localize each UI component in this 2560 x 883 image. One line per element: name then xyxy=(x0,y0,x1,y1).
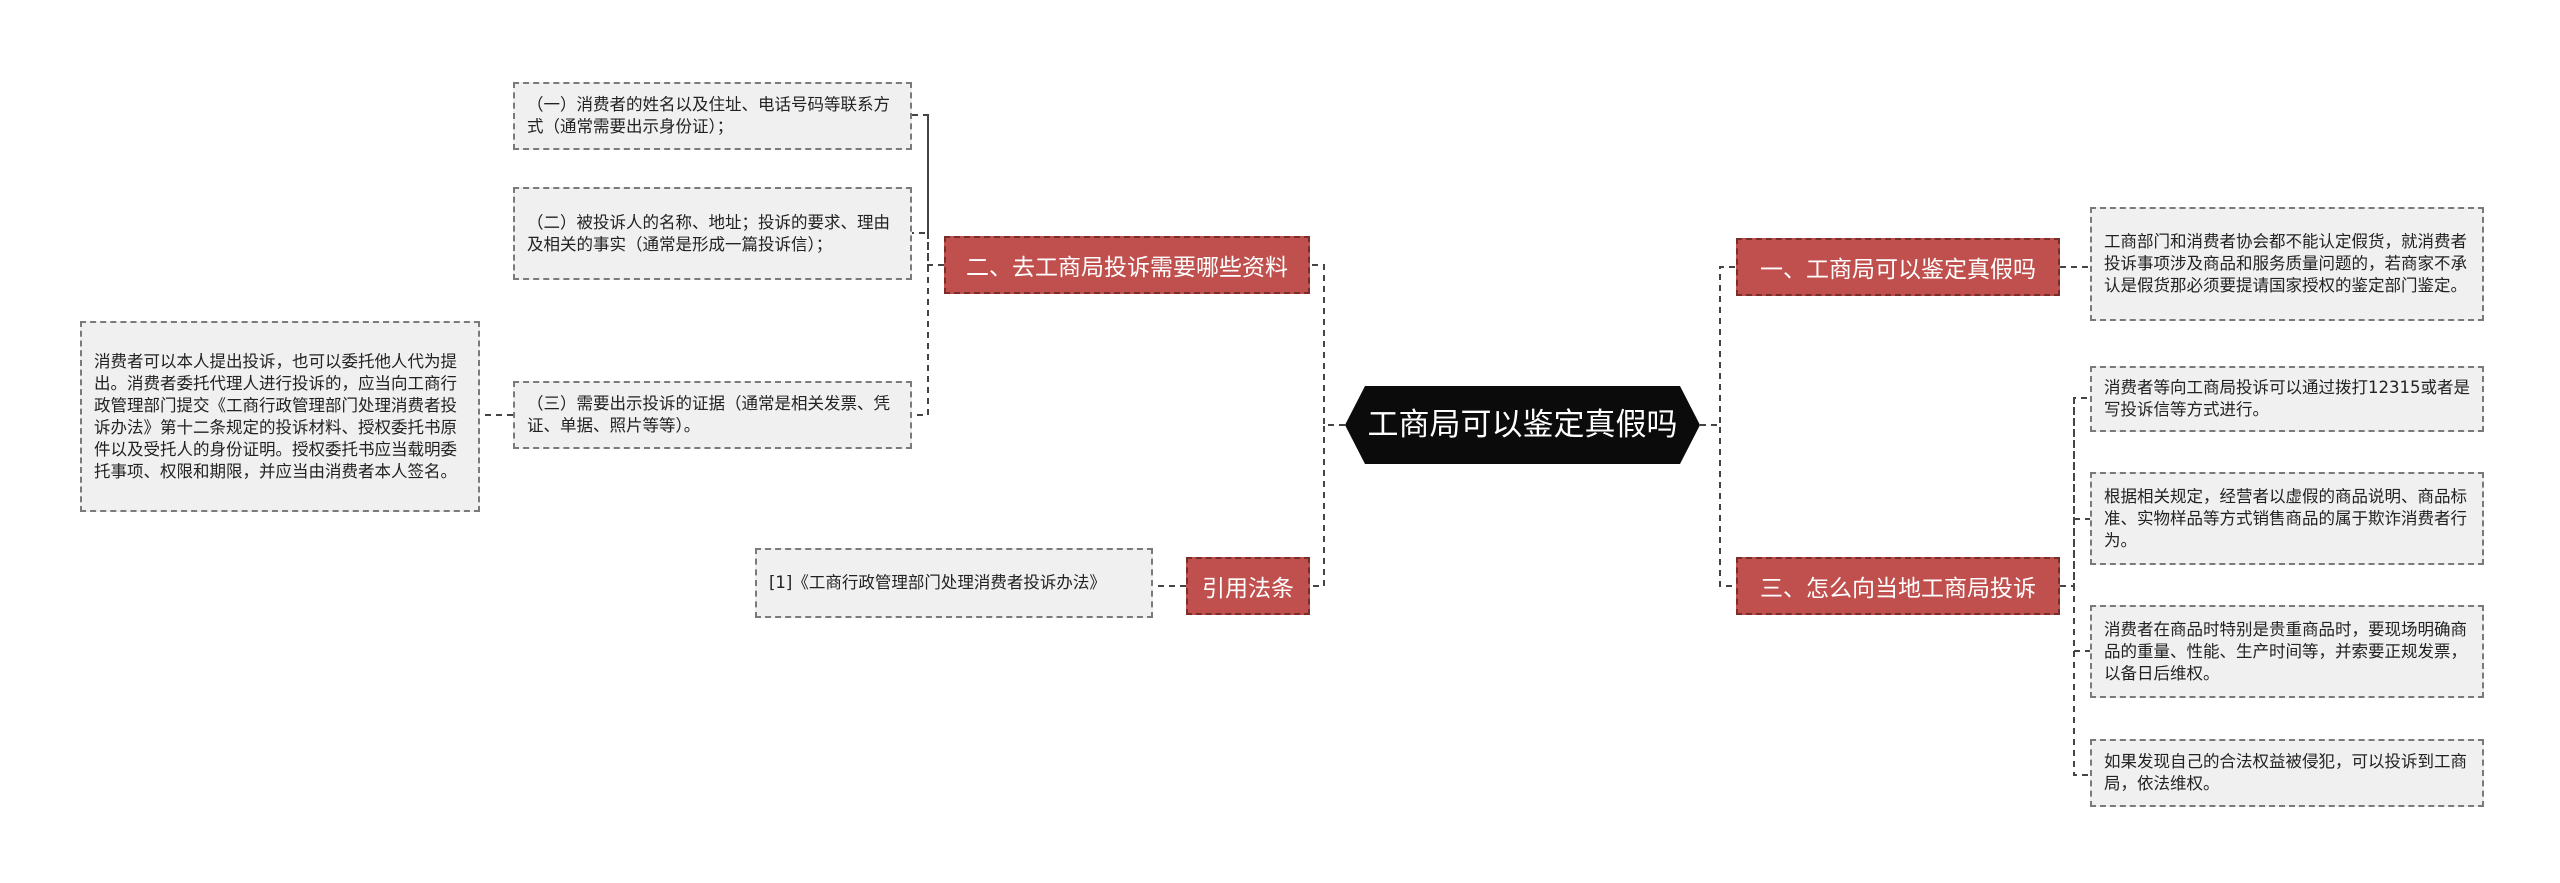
branch-required-materials[interactable]: 二、去工商局投诉需要哪些资料 xyxy=(944,236,1310,294)
leaf-text: 根据相关规定，经营者以虚假的商品说明、商品标准、实物样品等方式销售商品的属于欺诈… xyxy=(2104,486,2467,550)
center-topic[interactable]: 工商局可以鉴定真假吗 xyxy=(1345,386,1700,464)
leaf-identify-answer[interactable]: 工商部门和消费者协会都不能认定假货，就消费者投诉事项涉及商品和服务质量问题的，若… xyxy=(2090,207,2484,321)
leaf-respondent-info[interactable]: （二）被投诉人的名称、地址；投诉的要求、理由及相关的事实（通常是形成一篇投诉信）… xyxy=(513,187,912,280)
leaf-text: （二）被投诉人的名称、地址；投诉的要求、理由及相关的事实（通常是形成一篇投诉信）… xyxy=(527,212,890,254)
leaf-evidence[interactable]: （三）需要出示投诉的证据（通常是相关发票、凭证、单据、照片等等）。 xyxy=(513,381,912,449)
leaf-text: 如果发现自己的合法权益被侵犯，可以投诉到工商局，依法维权。 xyxy=(2104,752,2467,793)
link-center-b1 xyxy=(1700,266,1736,426)
leaf-text: [1]《工商行政管理部门处理消费者投诉办法》 xyxy=(769,573,1106,592)
leaf-complain-channels[interactable]: 消费者等向工商局投诉可以通过拨打12315或者是写投诉信等方式进行。 xyxy=(2090,366,2484,432)
leaf-text: 消费者等向工商局投诉可以通过拨打12315或者是写投诉信等方式进行。 xyxy=(2104,378,2470,419)
link-center-b4 xyxy=(1310,424,1345,587)
leaf-consumer-info[interactable]: （一）消费者的姓名以及住址、电话号码等联系方式（通常需要出示身份证）； xyxy=(513,82,912,150)
leaf-protect-rights[interactable]: 如果发现自己的合法权益被侵犯，可以投诉到工商局，依法维权。 xyxy=(2090,739,2484,807)
leaf-text: （三）需要出示投诉的证据（通常是相关发票、凭证、单据、照片等等）。 xyxy=(527,394,890,435)
link-center-b3 xyxy=(1700,424,1736,587)
leaf-text: 消费者在商品时特别是贵重商品时，要现场明确商品的重量、性能、生产时间等，并索要正… xyxy=(2104,619,2467,683)
link-center-b2 xyxy=(1310,264,1345,426)
leaf-text: 工商部门和消费者协会都不能认定假货，就消费者投诉事项涉及商品和服务质量问题的，若… xyxy=(2104,232,2467,295)
branch-how-to-complain[interactable]: 三、怎么向当地工商局投诉 xyxy=(1736,557,2060,615)
link-b2-leaves xyxy=(912,114,944,416)
branch-can-identify[interactable]: 一、工商局可以鉴定真假吗 xyxy=(1736,238,2060,296)
leaf-text: （一）消费者的姓名以及住址、电话号码等联系方式（通常需要出示身份证）； xyxy=(527,95,890,136)
leaf-keep-invoice[interactable]: 消费者在商品时特别是贵重商品时，要现场明确商品的重量、性能、生产时间等，并索要正… xyxy=(2090,605,2484,698)
branch-cited-law[interactable]: 引用法条 xyxy=(1186,557,1310,615)
leaf-text: 消费者可以本人提出投诉，也可以委托他人代为提出。消费者委托代理人进行投诉的，应当… xyxy=(94,351,457,481)
leaf-law-citation[interactable]: [1]《工商行政管理部门处理消费者投诉办法》 xyxy=(755,548,1153,618)
leaf-entrust-agent[interactable]: 消费者可以本人提出投诉，也可以委托他人代为提出。消费者委托代理人进行投诉的，应当… xyxy=(80,321,480,512)
link-b3-leaves xyxy=(2060,397,2090,776)
leaf-fraud-definition[interactable]: 根据相关规定，经营者以虚假的商品说明、商品标准、实物样品等方式销售商品的属于欺诈… xyxy=(2090,472,2484,565)
